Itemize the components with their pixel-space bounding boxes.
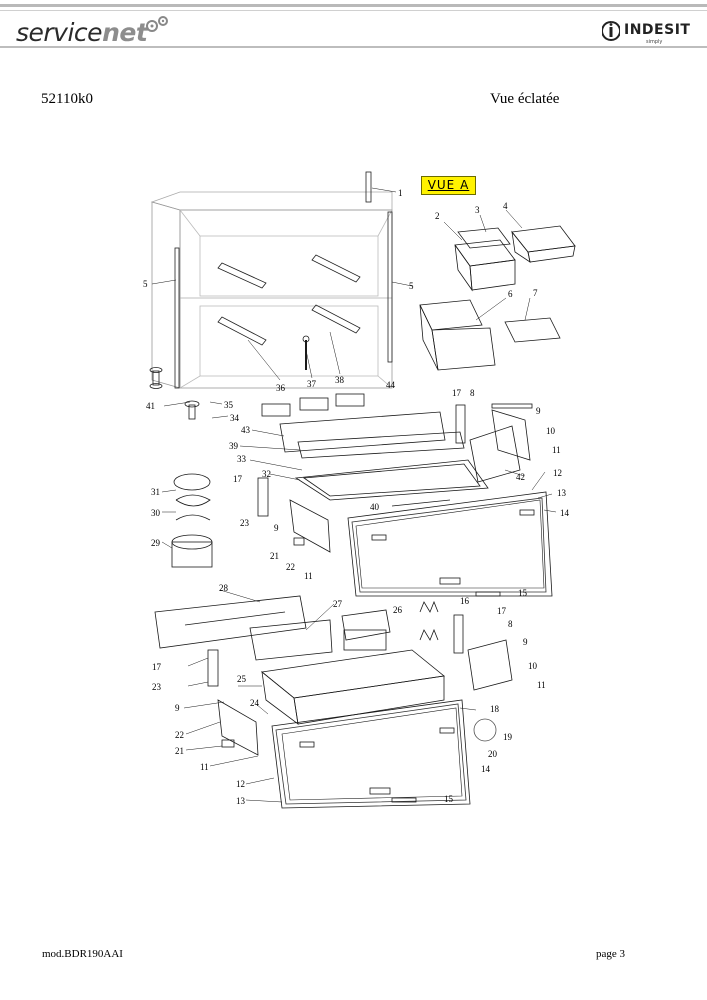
callout-34: 34	[230, 413, 240, 423]
callout-5-right: 5	[409, 281, 414, 291]
header-rule-thin	[0, 10, 707, 11]
callout-21-mid: 21	[270, 551, 279, 561]
callout-11-mid: 11	[304, 571, 313, 581]
callout-41: 41	[146, 401, 155, 411]
callout-10-top: 10	[546, 426, 556, 436]
indesit-logo: INDESIT	[624, 22, 691, 38]
callout-23-low: 23	[152, 682, 162, 692]
callout-17-low: 17	[497, 606, 507, 616]
callout-9-low: 9	[523, 637, 528, 647]
callout-5-left: 5	[143, 279, 148, 289]
callout-38: 38	[335, 375, 345, 385]
header-bottom-rule	[0, 46, 707, 48]
accessory-bins	[419, 225, 576, 371]
document-code: 52110k0	[41, 91, 93, 107]
callout-17-top: 17	[452, 388, 462, 398]
header-rule	[0, 4, 707, 7]
servicenet-logo: servicenet	[16, 18, 148, 47]
footer-page-number: page 3	[596, 948, 626, 960]
callout-6: 6	[508, 289, 513, 299]
callout-2: 2	[435, 211, 440, 221]
callout-11-bottom: 11	[200, 762, 209, 772]
callout-27: 27	[333, 599, 343, 609]
callout-3: 3	[475, 205, 480, 215]
callout-26: 26	[393, 605, 403, 615]
callout-18: 18	[490, 704, 500, 714]
callout-15-mid: 15	[518, 588, 528, 598]
callout-36: 36	[276, 383, 286, 393]
callout-12-top: 12	[553, 468, 562, 478]
callout-8-low: 8	[508, 619, 513, 629]
callout-1: 1	[398, 188, 403, 198]
gears-icon	[146, 16, 168, 32]
callout-25: 25	[237, 674, 247, 684]
callout-31: 31	[151, 487, 160, 497]
lower-drawer-parts	[154, 595, 513, 756]
callout-39: 39	[229, 441, 239, 451]
callout-8-top: 8	[470, 388, 475, 398]
callout-33: 33	[237, 454, 247, 464]
page-header: servicenet INDESIT simply	[0, 0, 707, 52]
callout-14-top: 14	[560, 508, 570, 518]
callout-19: 19	[503, 732, 513, 742]
fridge-cabinet	[149, 171, 393, 420]
callout-13-bottom: 13	[236, 796, 246, 806]
footer-model: mod.BDR190AAI	[42, 948, 123, 960]
callout-42: 42	[516, 472, 525, 482]
callout-44: 44	[386, 380, 396, 390]
upper-drawer-front	[257, 477, 553, 597]
egg-tray-and-dish	[171, 473, 213, 568]
callout-11-top: 11	[552, 445, 561, 455]
indesit-mark-icon	[602, 21, 620, 41]
callout-13-top: 13	[557, 488, 567, 498]
callout-9-bottom: 9	[175, 703, 180, 713]
callout-7: 7	[533, 288, 538, 298]
callout-20: 20	[488, 749, 498, 759]
callout-14-bottom: 14	[481, 764, 491, 774]
callout-29: 29	[151, 538, 161, 548]
callout-30: 30	[151, 508, 161, 518]
callout-24: 24	[250, 698, 260, 708]
callout-37: 37	[307, 379, 317, 389]
callout-16: 16	[460, 596, 470, 606]
callout-43: 43	[241, 425, 251, 435]
callout-12-bottom: 12	[236, 779, 245, 789]
callout-9-mid: 9	[274, 523, 279, 533]
document-title: Vue éclatée	[490, 91, 560, 107]
callout-22-low: 22	[175, 730, 184, 740]
callout-40: 40	[370, 502, 380, 512]
upper-drawer-parts	[261, 393, 533, 507]
indesit-tagline: simply	[646, 39, 663, 45]
view-a-label: VUE A	[421, 176, 476, 195]
callout-21-low: 21	[175, 746, 184, 756]
callout-17-mid: 17	[233, 474, 243, 484]
callout-28: 28	[219, 583, 229, 593]
callout-35: 35	[224, 400, 234, 410]
callout-10-low: 10	[528, 661, 538, 671]
callout-17-bottom: 17	[152, 662, 162, 672]
callout-32: 32	[262, 469, 271, 479]
callout-22-mid: 22	[286, 562, 295, 572]
callout-23-mid: 23	[240, 518, 250, 528]
callout-9-top: 9	[536, 406, 541, 416]
lower-drawer-front	[271, 591, 501, 809]
callout-11-low: 11	[537, 680, 546, 690]
callout-15-bottom: 15	[444, 794, 454, 804]
callout-leaders	[151, 187, 557, 803]
callout-4: 4	[503, 201, 508, 211]
